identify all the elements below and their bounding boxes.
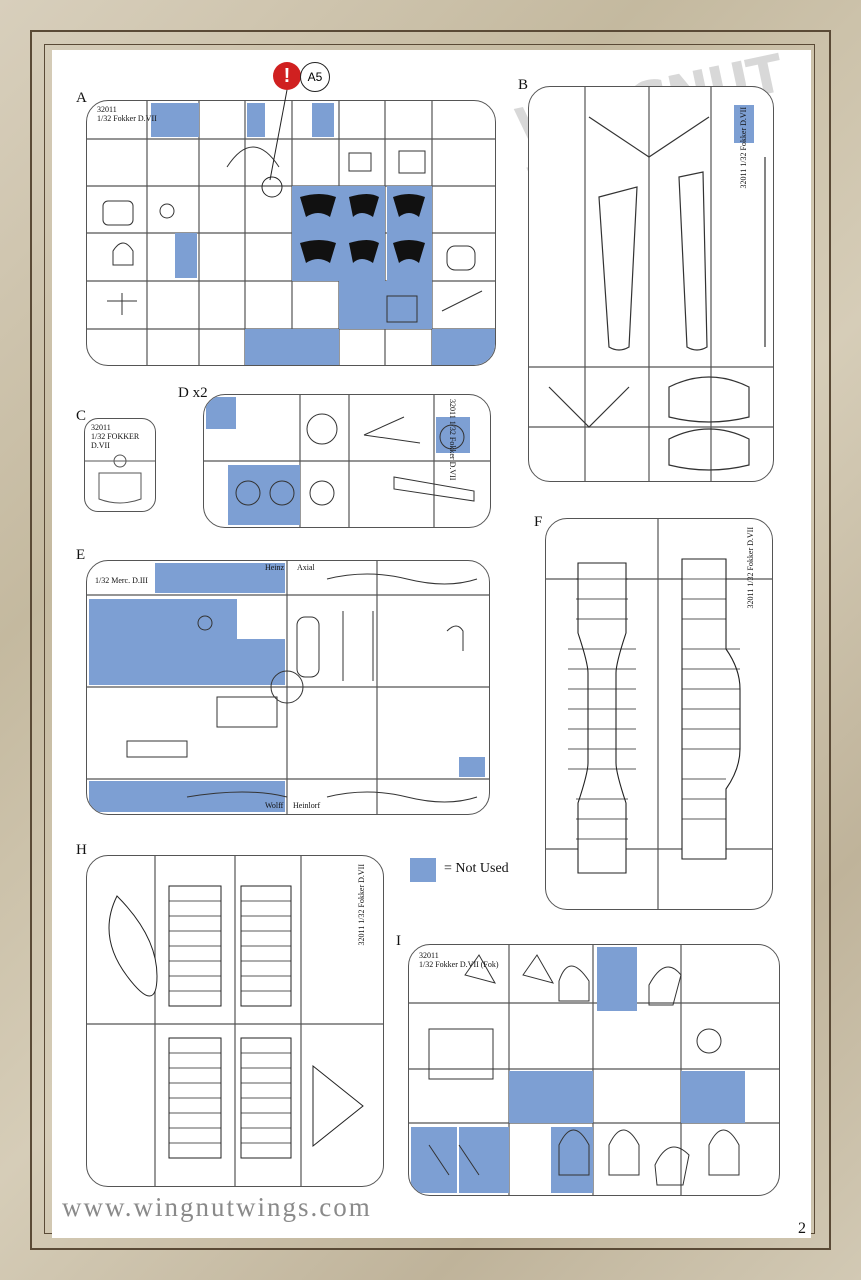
sprue-c: 32011 1/32 FOKKER D.VII [84,418,156,512]
sprue-e-label-heinz: Heinz [265,563,285,572]
sprue-b-label: B [518,77,529,93]
sprue-h-tag: 32011 1/32 Fokker D.VII [357,864,366,945]
sprue-h-label: H [76,842,87,858]
sprue-h-frame [87,856,383,1186]
sprue-e: 1/32 Merc. D.III Heinz Axial Wolff Heinl… [86,560,490,815]
sprue-b-tag-name: 1/32 Fokker D.VII [739,107,748,167]
sprue-c-tag: 32011 1/32 FOKKER D.VII [91,423,155,450]
sprue-f-tag: 32011 1/32 Fokker D.VII [746,527,755,608]
sprue-i-frame [409,945,779,1195]
sprue-f-tag-name: 1/32 Fokker D.VII [746,527,755,587]
sprue-e-label-heinlorf: Heinlorf [293,801,321,810]
sprue-c-tag-number: 32011 [91,423,111,432]
sprue-d-tag-number: 32011 [448,399,457,419]
sprue-d-label: D x2 [178,385,208,401]
not-used-legend-label: = Not Used [444,861,509,876]
sprue-e-frame [87,561,489,814]
sprue-d-tag-name: 1/32 Fokker D.VII [448,420,457,481]
sprue-d-frame [204,395,490,527]
sprue-f: 32011 1/32 Fokker D.VII [545,518,773,910]
sprue-a-tag: 32011 1/32 Fokker D.VII [97,105,157,123]
sprue-e-label-axial: Axial [297,563,315,572]
sprue-d: 32011 1/32 Fokker D.VII [203,394,491,528]
sprue-f-tag-number: 32011 [746,588,755,609]
frame-border-outer [30,30,831,1250]
warning-icon: ! [273,62,301,90]
sprue-c-frame [85,454,155,504]
sprue-f-frame [546,519,772,909]
sprue-e-label-wolff: Wolff [265,801,284,810]
sprue-i: 32011 1/32 Fokker D.VII (Fok) [408,944,780,1196]
sprue-e-tag: 1/32 Merc. D.III [95,567,148,585]
sprue-e-tag-name: 1/32 Merc. D.III [95,576,148,585]
sprue-a-tag-name: 1/32 Fokker D.VII [97,114,157,123]
sprue-f-label: F [534,514,543,530]
sprue-b-tag: 32011 1/32 Fokker D.VII [739,107,748,188]
sprue-c-tag-name: 1/32 FOKKER D.VII [91,432,140,450]
sprue-h-tag-name: 1/32 Fokker D.VII [357,864,366,924]
sprue-i-tag: 32011 1/32 Fokker D.VII (Fok) [419,951,499,969]
sprue-a-frame [87,101,495,365]
not-used-legend-swatch [410,858,436,882]
website-url: www.wingnutwings.com [62,1192,372,1222]
sprue-a-tag-number: 32011 [97,105,117,114]
callout-leader-line [261,89,288,198]
sprue-i-tag-number: 32011 [419,951,439,960]
sprue-i-tag-name: 1/32 Fokker D.VII (Fok) [419,960,499,969]
sprue-b-tag-number: 32011 [739,168,748,189]
sprue-c-label: C [76,408,87,424]
sprue-b-frame [529,87,773,481]
sprue-a-label: A [76,90,87,106]
sprue-i-label: I [396,933,401,949]
sprue-a: 32011 1/32 Fokker D.VII [86,100,496,366]
page-number: 2 [798,1220,806,1237]
sprue-d-tag: 32011 1/32 Fokker D.VII [448,399,457,480]
sprue-h-tag-number: 32011 [357,925,366,946]
sprue-e-label: E [76,547,86,563]
sprue-h: 32011 1/32 Fokker D.VII [86,855,384,1187]
callout-part-a5: A5 [300,62,330,92]
sprue-b: 32011 1/32 Fokker D.VII [528,86,774,482]
